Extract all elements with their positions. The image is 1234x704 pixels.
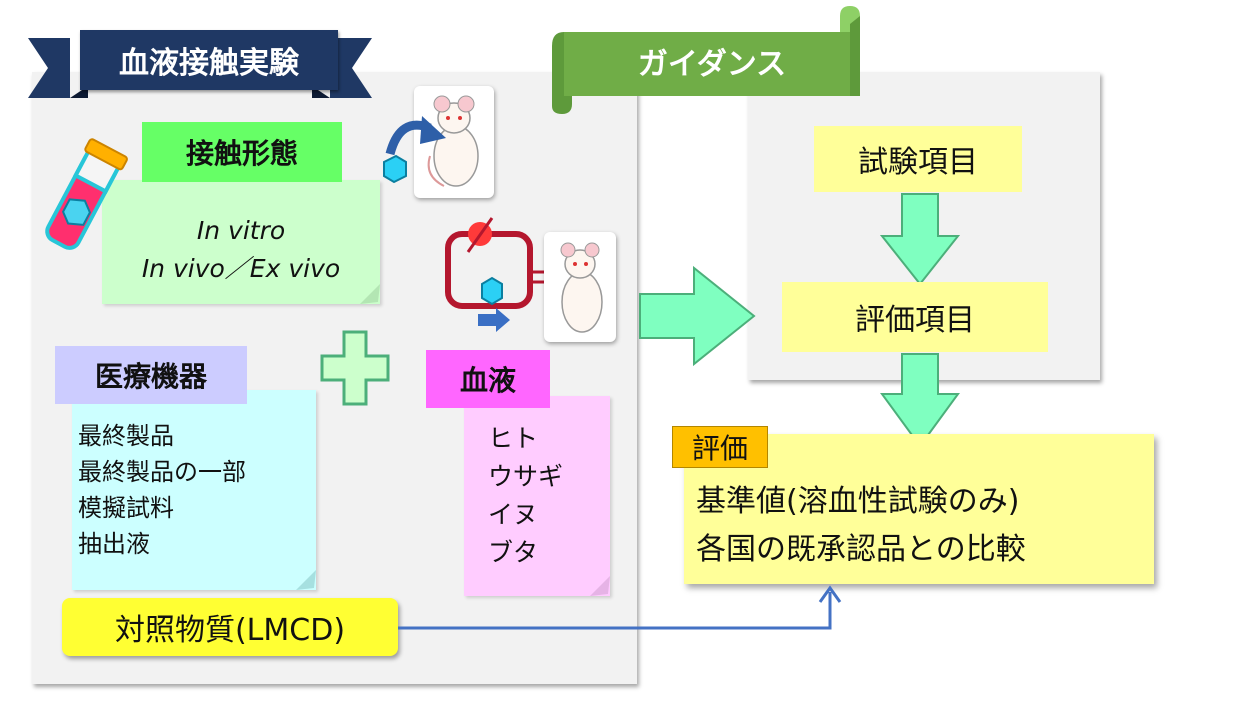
banner-title: 血液接触実験 [119, 46, 299, 81]
evaluation-label-text: 評価 [691, 432, 748, 465]
circulation-loop-icon [445, 217, 550, 332]
control-substance-text: 対照物質(LMCD) [114, 613, 346, 648]
evaluation-lines: 基準値(溶血性試験のみ) 各国の既承認品との比較 [696, 478, 1152, 574]
eval-items-box: 評価項目 [782, 282, 1048, 352]
device-line-1: 最終製品 [78, 422, 174, 450]
test-items-text: 試験項目 [858, 145, 978, 180]
device-line-3: 模擬試料 [78, 494, 174, 522]
blood-line-4: ブタ [488, 538, 539, 567]
blood-line-1: ヒト [488, 424, 539, 453]
note-fold [296, 570, 316, 590]
blood-note [464, 396, 610, 596]
contact-form-line-2: In vivo／Ex vivo [141, 254, 341, 283]
down-arrow-icon [879, 193, 961, 286]
control-substance-label: 対照物質(LMCD) [62, 598, 398, 656]
mouse-icon [560, 242, 603, 333]
evaluation-line-2: 各国の既承認品との比較 [696, 532, 1026, 567]
contact-form-title-text: 接触形態 [185, 137, 298, 170]
contact-form-line-1: In vitro [196, 216, 286, 245]
medical-device-title-text: 医療機器 [94, 360, 207, 393]
test-items-box: 試験項目 [814, 126, 1022, 192]
plus-icon [320, 330, 390, 406]
medical-device-title: 医療機器 [55, 346, 247, 404]
device-line-2: 最終製品の一部 [78, 458, 246, 486]
blood-lines: ヒト ウサギ イヌ ブタ [488, 420, 608, 572]
banner-ribbon [28, 38, 372, 98]
guidance-scroll [552, 6, 860, 114]
down-arrow-icon [880, 353, 960, 448]
contact-form-lines: In vitro In vivo／Ex vivo [102, 212, 380, 288]
mouse-icon [427, 95, 479, 187]
medical-device-lines: 最終製品 最終製品の一部 模擬試料 抽出液 [78, 418, 314, 562]
blood-title-text: 血液 [459, 364, 516, 397]
contact-form-title: 接触形態 [142, 122, 342, 182]
guidance-title: ガイダンス [637, 47, 787, 82]
insert-arrow-icon [383, 116, 446, 184]
blood-line-3: イヌ [488, 500, 539, 529]
evaluation-line-1: 基準値(溶血性試験のみ) [696, 484, 1020, 519]
device-line-4: 抽出液 [78, 530, 150, 558]
note-fold [360, 284, 380, 304]
guidance-title-box: ガイダンス [570, 32, 854, 90]
contact-form-note [102, 180, 380, 304]
connector-arrow [398, 585, 842, 630]
test-tube-icon [45, 138, 128, 250]
eval-items-text: 評価項目 [855, 303, 975, 338]
evaluation-label: 評価 [672, 426, 768, 468]
blood-line-2: ウサギ [488, 462, 564, 491]
right-arrow-icon [639, 265, 756, 367]
note-fold [590, 576, 610, 596]
banner-title-box: 血液接触実験 [80, 30, 338, 90]
medical-device-note [72, 390, 316, 590]
blood-title: 血液 [426, 350, 550, 408]
